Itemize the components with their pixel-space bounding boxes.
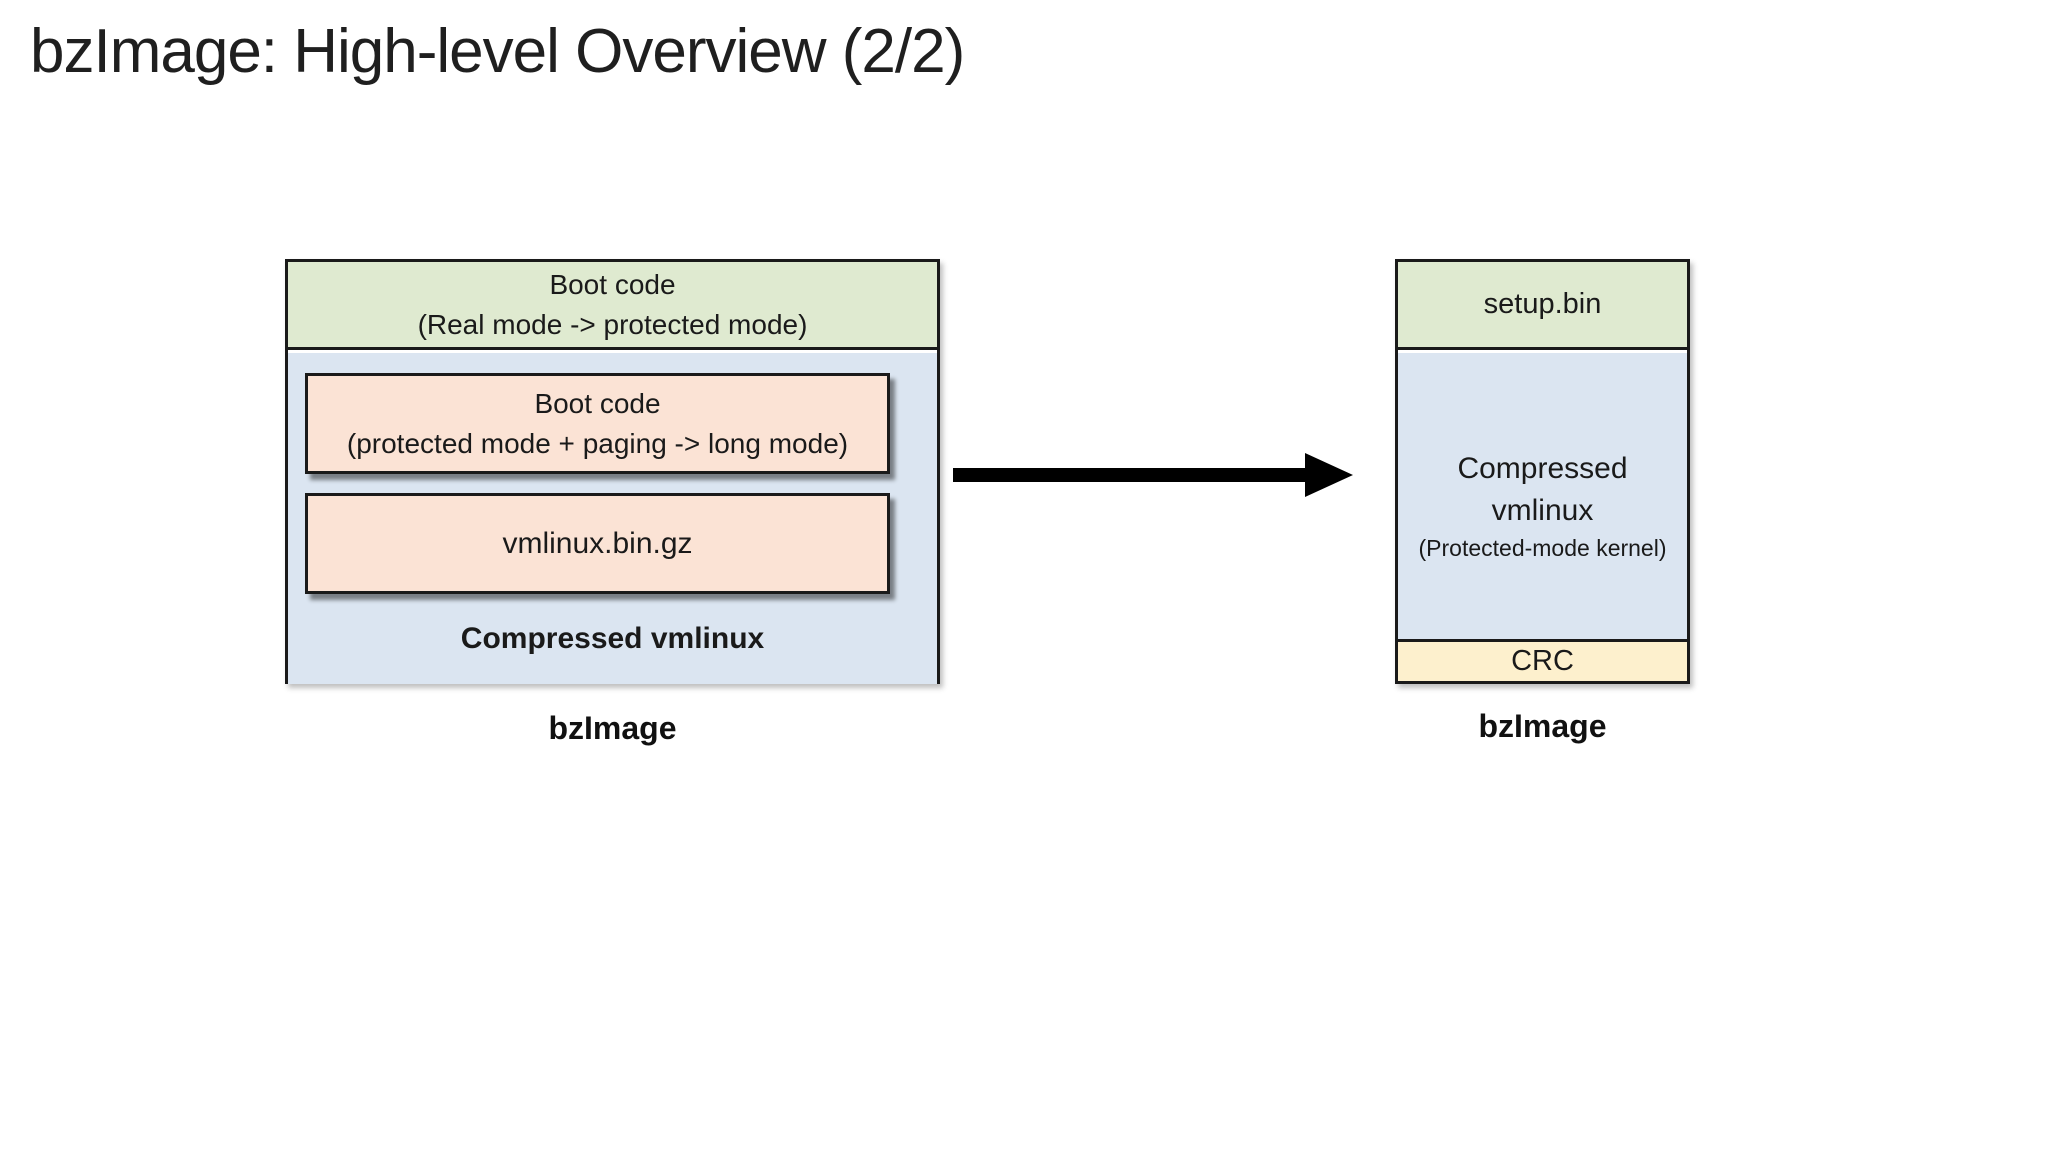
setup-bin-layer: setup.bin — [1398, 262, 1687, 350]
boot-code-protected-mode-box: Boot code (protected mode + paging -> lo… — [305, 373, 890, 474]
bzimage-file-box: setup.bin Compressed vmlinux (Protected-… — [1395, 259, 1690, 684]
crc-layer: CRC — [1398, 639, 1687, 681]
crc-label: CRC — [1511, 645, 1574, 677]
boot-code-protected-mode-line2: (protected mode + paging -> long mode) — [346, 427, 849, 459]
boot-code-protected-mode-line1: Boot code — [534, 387, 661, 419]
setup-bin-label: setup.bin — [1483, 288, 1602, 320]
compressed-vmlinux-label: Compressed vmlinux — [460, 622, 765, 655]
compressed-vmlinux-layer: Boot code (protected mode + paging -> lo… — [288, 353, 937, 684]
boot-code-real-mode-layer: Boot code (Real mode -> protected mode) — [288, 262, 937, 350]
boot-code-real-mode-line2: (Real mode -> protected mode) — [417, 308, 808, 340]
vmlinux-bin-gz-label: vmlinux.bin.gz — [502, 526, 693, 560]
right-arrow-icon — [953, 447, 1355, 503]
bzimage-structure-box: Boot code (Real mode -> protected mode) … — [285, 259, 940, 684]
compressed-vmlinux-file-layer: Compressed vmlinux (Protected-mode kerne… — [1398, 353, 1687, 645]
protected-mode-kernel-note: (Protected-mode kernel) — [1418, 535, 1667, 561]
vmlinux-bin-gz-box: vmlinux.bin.gz — [305, 493, 890, 594]
compressed-vmlinux-line2: vmlinux — [1491, 494, 1594, 527]
left-bzimage-caption: bzImage — [548, 710, 677, 746]
slide-title: bzImage: High-level Overview (2/2) — [30, 17, 965, 86]
compressed-vmlinux-line1: Compressed — [1457, 452, 1628, 485]
right-bzimage-caption: bzImage — [1478, 708, 1607, 744]
boot-code-real-mode-line1: Boot code — [549, 268, 676, 300]
